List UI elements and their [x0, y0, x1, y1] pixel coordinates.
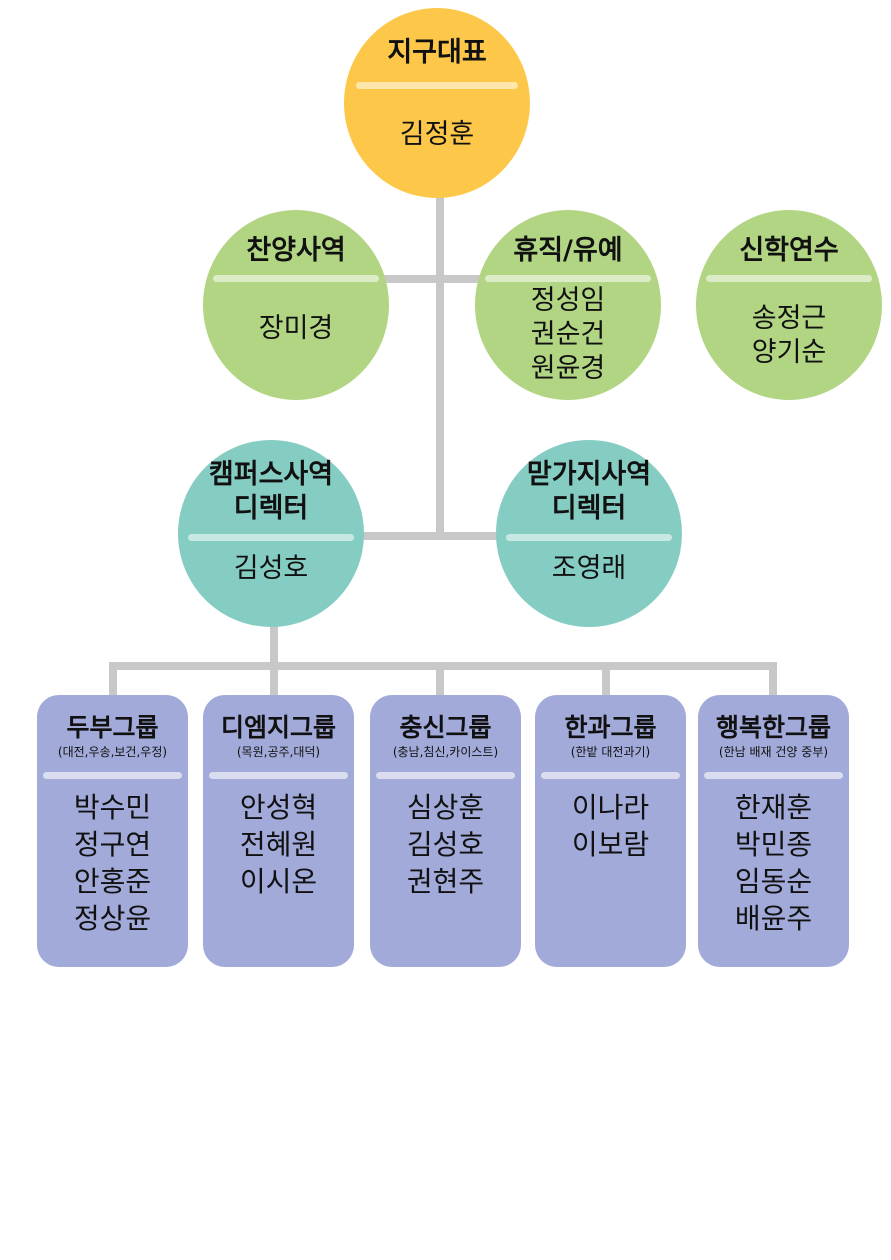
group-card-hangwa: 한과그룹 (한밭 대전과기) 이나라 이보람 — [535, 695, 686, 967]
campus-ministry-director-node: 캠퍼스사역 디렉터 김성호 — [178, 440, 364, 627]
node-divider — [356, 82, 518, 89]
node-title-line: 디렉터 — [233, 493, 309, 524]
member-name: 권순건 — [530, 319, 606, 350]
node-names: 김정훈 — [344, 118, 530, 152]
node-title-line: 디렉터 — [551, 493, 627, 524]
member-name: 전혜원 — [239, 828, 318, 861]
member-name: 정구연 — [73, 828, 152, 861]
node-title-line: 캠퍼스사역 — [208, 459, 334, 490]
node-title: 신학연수 — [739, 235, 839, 266]
group-title: 두부그룹 — [66, 713, 159, 742]
member-name: 송정근 — [751, 303, 827, 334]
member-name: 양기순 — [751, 337, 827, 368]
group-divider — [704, 772, 843, 779]
node-names: 김성호 — [178, 552, 364, 586]
member-name: 안성혁 — [239, 791, 318, 824]
group-members: 한재훈 박민종 임동순 배윤주 — [698, 789, 849, 937]
member-name: 권현주 — [406, 865, 485, 898]
member-name: 이시온 — [239, 865, 318, 898]
member-name: 장미경 — [258, 313, 334, 344]
member-name: 한재훈 — [734, 791, 813, 824]
member-name: 이나라 — [571, 791, 650, 824]
group-subtitle: (대전,우송,보건,우정) — [57, 745, 168, 759]
group-title: 행복한그룹 — [715, 713, 831, 742]
group-subtitle: (충남,침신,카이스트) — [392, 745, 499, 759]
district-representative-node: 지구대표 김정훈 — [344, 8, 530, 198]
node-title: 맏가지사역 디렉터 — [496, 458, 682, 526]
member-name: 이보람 — [571, 828, 650, 861]
group-subtitle: (목원,공주,대덕) — [236, 745, 321, 759]
group-card-haengbok: 행복한그룹 (한남 배재 건양 중부) 한재훈 박민종 임동순 배윤주 — [698, 695, 849, 967]
leave-deferment-node: 휴직/유예 정성임 권순건 원윤경 — [475, 210, 661, 400]
group-card-dubu: 두부그룹 (대전,우송,보건,우정) 박수민 정구연 안홍준 정상윤 — [37, 695, 188, 967]
group-title: 디엠지그룹 — [220, 713, 336, 742]
eldest-branch-ministry-director-node: 맏가지사역 디렉터 조영래 — [496, 440, 682, 627]
group-members: 심상훈 김성호 권현주 — [370, 789, 521, 900]
member-name: 조영래 — [551, 553, 627, 584]
group-divider — [209, 772, 348, 779]
group-card-dmz: 디엠지그룹 (목원,공주,대덕) 안성혁 전혜원 이시온 — [203, 695, 354, 967]
member-name: 정상윤 — [73, 902, 152, 935]
group-card-chungsin: 충신그룹 (충남,침신,카이스트) 심상훈 김성호 권현주 — [370, 695, 521, 967]
node-names: 정성임 권순건 원윤경 — [475, 284, 661, 386]
group-title: 충신그룹 — [399, 713, 492, 742]
member-name: 박민종 — [734, 828, 813, 861]
member-name: 박수민 — [73, 791, 152, 824]
theology-training-node: 신학연수 송정근 양기순 — [696, 210, 882, 400]
node-title: 휴직/유예 — [513, 235, 623, 266]
member-name: 김성호 — [406, 828, 485, 861]
member-name: 안홍준 — [73, 865, 152, 898]
group-title: 한과그룹 — [564, 713, 657, 742]
node-names: 장미경 — [203, 312, 389, 346]
group-subtitle: (한남 배재 건양 중부) — [718, 745, 829, 759]
node-divider — [706, 275, 872, 282]
member-name: 김성호 — [233, 553, 309, 584]
group-members: 안성혁 전혜원 이시온 — [203, 789, 354, 900]
group-subtitle: (한밭 대전과기) — [570, 745, 651, 759]
node-divider — [506, 534, 672, 541]
member-name: 정성임 — [530, 285, 606, 316]
group-divider — [376, 772, 515, 779]
node-title: 지구대표 — [387, 37, 487, 68]
node-title-line: 맏가지사역 — [526, 459, 652, 490]
member-name: 원윤경 — [530, 353, 606, 384]
member-name: 김정훈 — [399, 119, 475, 150]
member-name: 배윤주 — [734, 902, 813, 935]
node-title: 캠퍼스사역 디렉터 — [178, 458, 364, 526]
group-members: 박수민 정구연 안홍준 정상윤 — [37, 789, 188, 937]
node-names: 조영래 — [496, 552, 682, 586]
group-divider — [43, 772, 182, 779]
node-divider — [485, 275, 651, 282]
node-title: 찬양사역 — [246, 235, 346, 266]
member-name: 심상훈 — [406, 791, 485, 824]
node-divider — [188, 534, 354, 541]
node-divider — [213, 275, 379, 282]
member-name: 임동순 — [734, 865, 813, 898]
group-divider — [541, 772, 680, 779]
group-members: 이나라 이보람 — [535, 789, 686, 863]
worship-ministry-node: 찬양사역 장미경 — [203, 210, 389, 400]
node-names: 송정근 양기순 — [696, 302, 882, 370]
